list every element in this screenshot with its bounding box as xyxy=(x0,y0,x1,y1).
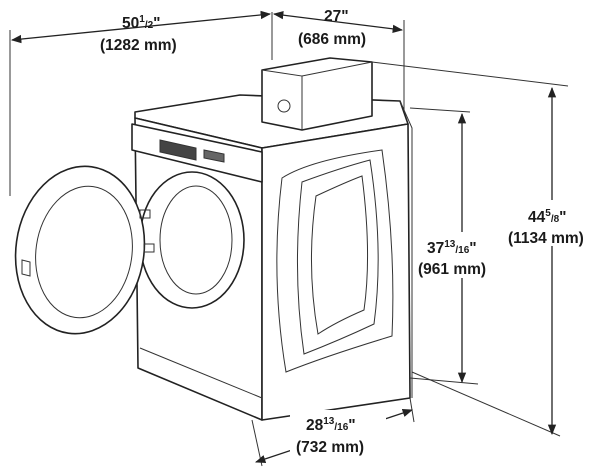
dim-line-width xyxy=(272,11,404,33)
label-height-coinbox-imperial: 445/8" xyxy=(528,208,567,226)
label-depth-door-open-metric: (1282 mm) xyxy=(100,37,177,54)
side-panel-emboss-outer xyxy=(276,149,394,373)
label-height-coinbox-metric: (1134 mm) xyxy=(508,230,584,247)
label-depth-metric: (732 mm) xyxy=(296,439,364,456)
control-panel xyxy=(131,123,263,183)
drum-opening xyxy=(139,171,245,309)
display-window xyxy=(159,139,197,161)
label-height-top-imperial: 3713/16" xyxy=(427,239,477,257)
side-panel-emboss-inner xyxy=(296,159,379,355)
washer-illustration xyxy=(14,57,413,421)
label-width-imperial: 27" xyxy=(324,8,349,25)
label-width-metric: (686 mm) xyxy=(298,31,366,48)
washer-side-panel xyxy=(261,123,411,421)
control-buttons xyxy=(203,149,225,163)
coin-slot xyxy=(277,99,291,113)
door-handle xyxy=(21,259,31,277)
coin-box xyxy=(261,57,373,131)
dim-line-depth-door-open xyxy=(10,10,272,44)
door-glass xyxy=(35,185,133,319)
label-height-top-metric: (961 mm) xyxy=(418,261,486,278)
door-hinge-bottom xyxy=(143,243,155,253)
label-depth-imperial: 2813/16" xyxy=(306,416,356,434)
label-depth-door-open-imperial: 501/2" xyxy=(122,14,161,32)
door-hinge-top xyxy=(139,209,151,219)
washer-door xyxy=(14,165,146,335)
